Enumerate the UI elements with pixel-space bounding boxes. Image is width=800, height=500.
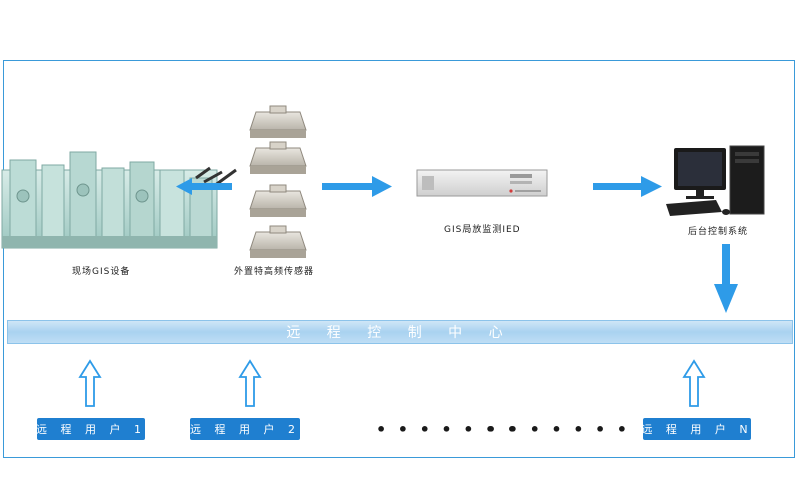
ied-device-image bbox=[416, 169, 548, 197]
sensor-image-4 bbox=[249, 225, 307, 258]
ellipsis-right: • • • • • • • bbox=[486, 420, 631, 439]
ellipsis-left: • • • • • • • bbox=[376, 420, 521, 439]
label-backend: 后台控制系统 bbox=[688, 227, 749, 237]
backend-computer-image bbox=[666, 145, 765, 216]
remote-user-2-box: 远 程 用 户 2 bbox=[190, 418, 300, 440]
remote-user-n-box: 远 程 用 户 N bbox=[641, 418, 751, 440]
gis-equipment-image bbox=[1, 151, 237, 249]
label-gis-equipment: 现场GIS设备 bbox=[72, 267, 131, 277]
sensor-image-1 bbox=[249, 105, 307, 138]
arrow-sensor-to-gis bbox=[176, 178, 232, 195]
arrow-user2-up bbox=[238, 359, 262, 407]
arrow-backend-to-center bbox=[714, 244, 738, 313]
arrow-ied-to-backend bbox=[593, 176, 662, 197]
diagram-frame bbox=[3, 60, 795, 458]
sensor-image-3 bbox=[249, 184, 307, 217]
label-sensors: 外置特高频传感器 bbox=[234, 267, 315, 277]
arrow-user1-up bbox=[78, 359, 102, 407]
label-ied: GIS局放监测IED bbox=[444, 225, 521, 235]
arrow-sensors-to-ied bbox=[322, 176, 392, 197]
sensor-image-2 bbox=[249, 141, 307, 174]
remote-user-1-box: 远 程 用 户 1 bbox=[36, 418, 145, 440]
arrow-userN-up bbox=[682, 359, 706, 407]
remote-control-center-bar: 远 程 控 制 中 心 bbox=[7, 320, 793, 344]
